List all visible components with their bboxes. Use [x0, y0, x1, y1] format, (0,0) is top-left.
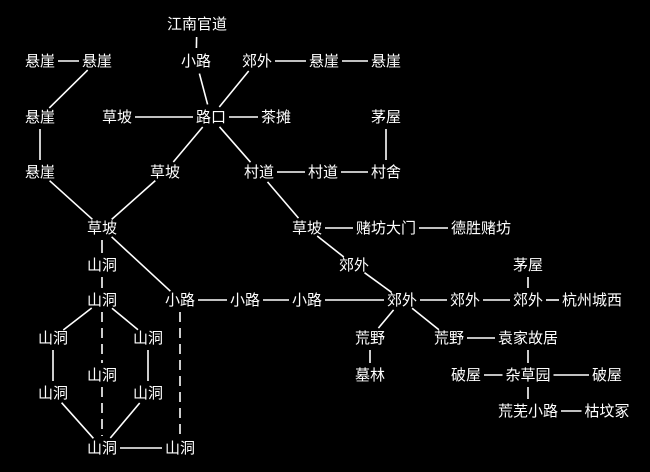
location-shandong-7[interactable]: 山洞 — [132, 384, 164, 402]
location-powu-2[interactable]: 破屋 — [591, 366, 623, 384]
path-line-xuanya_2-xuanya_5 — [48, 69, 89, 109]
path-line-shandong_2-shandong_3 — [62, 307, 93, 331]
location-xuanya-4[interactable]: 悬崖 — [370, 52, 402, 70]
path-line-caopo_4-jiaowai_mid — [316, 235, 345, 258]
path-line-shandong_6-shandong_8 — [61, 402, 94, 439]
location-chatan[interactable]: 茶摊 — [260, 108, 292, 126]
location-caopo-2[interactable]: 草坡 — [149, 163, 181, 181]
location-jiaowai-e[interactable]: 郊外 — [512, 291, 544, 309]
location-cundao-2[interactable]: 村道 — [307, 163, 339, 181]
location-xuanya-5[interactable]: 悬崖 — [24, 108, 56, 126]
location-cundao-1[interactable]: 村道 — [243, 163, 275, 181]
location-maowu-2[interactable]: 茅屋 — [512, 256, 544, 274]
path-line-jiaowai_c-huangye_1 — [377, 309, 395, 329]
location-huangwu-xiaolu[interactable]: 荒芜小路 — [497, 402, 559, 420]
location-hangzhou-chengxi[interactable]: 杭州城西 — [561, 291, 623, 309]
path-line-xiaolu_top-lukou — [198, 73, 209, 105]
location-jiangnan-guandao[interactable]: 江南官道 — [166, 15, 228, 33]
path-line-caopo_3-xiaolu_1 — [111, 236, 171, 292]
path-line-lukou-caopo_2 — [172, 126, 204, 163]
location-kufen-zhong[interactable]: 枯坟冢 — [584, 402, 630, 420]
location-xuanya-6[interactable]: 悬崖 — [24, 163, 56, 181]
location-xiaolu-2[interactable]: 小路 — [229, 291, 261, 309]
location-shandong-5[interactable]: 山洞 — [86, 366, 118, 384]
location-yuanjia-guju[interactable]: 袁家故居 — [497, 329, 559, 347]
path-line-xuanya_6-caopo_3 — [49, 180, 93, 220]
location-huangye-2[interactable]: 荒野 — [433, 329, 465, 347]
path-line-jiaowai_top-lukou — [218, 70, 250, 108]
location-huangye-1[interactable]: 荒野 — [354, 329, 386, 347]
location-shandong-8[interactable]: 山洞 — [86, 439, 118, 457]
path-line-caopo_2-caopo_3 — [111, 180, 156, 220]
location-mulin[interactable]: 墓林 — [354, 366, 386, 384]
location-caopo-4[interactable]: 草坡 — [291, 219, 323, 237]
location-jiaowai-d[interactable]: 郊外 — [449, 291, 481, 309]
location-maowu-1[interactable]: 茅屋 — [370, 108, 402, 126]
location-shandong-2[interactable]: 山洞 — [86, 291, 118, 309]
location-shandong-4[interactable]: 山洞 — [132, 329, 164, 347]
location-powu-1[interactable]: 破屋 — [450, 366, 482, 384]
location-dufang-damen[interactable]: 赌坊大门 — [355, 219, 417, 237]
location-cunshe[interactable]: 村舍 — [370, 163, 402, 181]
location-zacaoyuan[interactable]: 杂草园 — [505, 366, 551, 384]
location-xiaolu-top[interactable]: 小路 — [180, 52, 212, 70]
location-desheng-dufang[interactable]: 德胜赌坊 — [450, 219, 512, 237]
location-xuanya-2[interactable]: 悬崖 — [81, 52, 113, 70]
path-line-jiaowai_c-huangye_2 — [411, 307, 440, 331]
location-jiaowai-c[interactable]: 郊外 — [386, 291, 418, 309]
location-lukou[interactable]: 路口 — [195, 108, 227, 126]
location-xuanya-1[interactable]: 悬崖 — [24, 52, 56, 70]
location-caopo-1[interactable]: 草坡 — [101, 108, 133, 126]
path-line-lukou-cundao_1 — [218, 126, 252, 163]
location-xiaolu-3[interactable]: 小路 — [291, 291, 323, 309]
path-line-cundao_1-caopo_4 — [266, 181, 300, 219]
location-caopo-3[interactable]: 草坡 — [86, 219, 118, 237]
location-jiaowai-mid[interactable]: 郊外 — [338, 256, 370, 274]
location-xuanya-3[interactable]: 悬崖 — [308, 52, 340, 70]
path-line-shandong_2-shandong_4 — [111, 307, 139, 331]
location-shandong-1[interactable]: 山洞 — [86, 256, 118, 274]
location-xiaolu-1[interactable]: 小路 — [164, 291, 196, 309]
path-line-jiaowai_mid-jiaowai_c — [364, 272, 392, 293]
location-shandong-3[interactable]: 山洞 — [37, 329, 69, 347]
path-line-shandong_7-shandong_8 — [109, 402, 141, 439]
location-jiaowai-top[interactable]: 郊外 — [241, 52, 273, 70]
location-shandong-6[interactable]: 山洞 — [37, 384, 69, 402]
location-shandong-9[interactable]: 山洞 — [164, 439, 196, 457]
